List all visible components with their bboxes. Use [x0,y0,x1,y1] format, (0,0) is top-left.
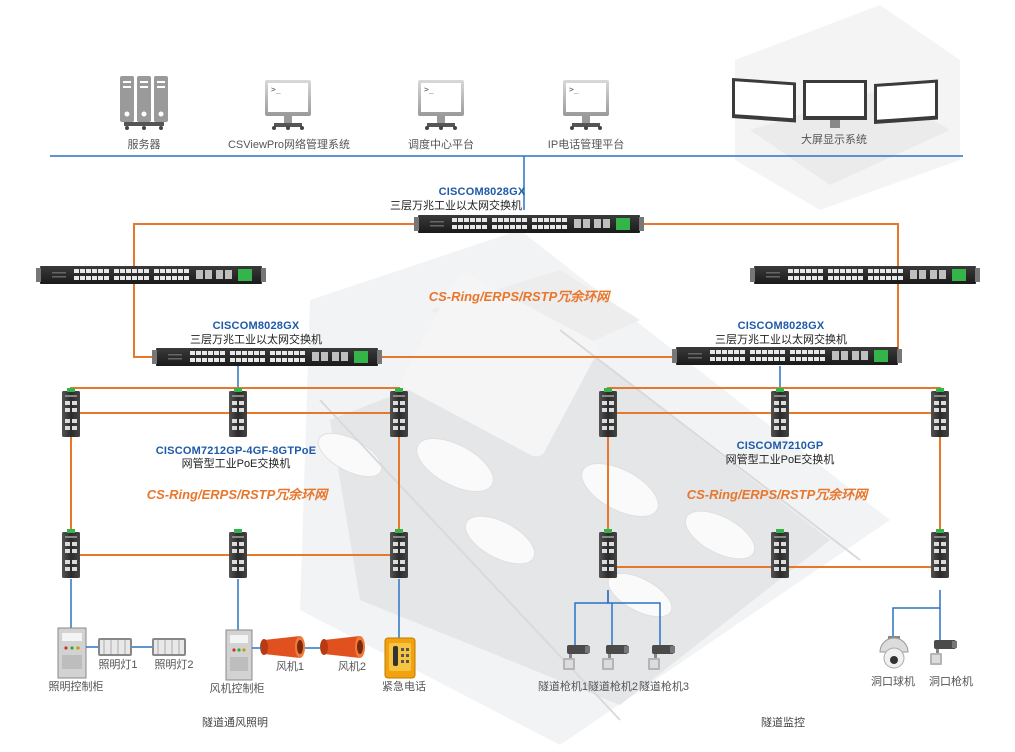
left-upper-switch [36,266,266,284]
left-access-model: CISCOM7212GP-4GF-8GTPoE [155,445,317,457]
core-switch-desc: 三层万兆工业以太网交换机 [390,200,522,212]
left-agg-switch [152,348,382,366]
big-screen-icon [732,78,938,128]
server-label: 服务器 [127,139,161,151]
right-access-desc: 网管型工业PoE交换机 [725,454,835,466]
csview-label: CSViewPro网络管理系统 [227,139,351,151]
lighting-cabinet-label: 照明控制柜 [48,681,104,693]
fan-cabinet-label: 风机控制柜 [209,683,265,695]
endpoint-links [70,579,941,648]
fan-1-icon [260,636,305,658]
light-2-icon [152,638,186,656]
core-switch [414,215,644,233]
portal-bullet-camera-icon [930,640,957,665]
fan-2-label: 风机2 [337,661,367,673]
ip-phone-monitor-icon [563,80,609,130]
fan-cabinet-icon [225,629,253,681]
tunnel-camera-3-label: 隧道枪机3 [638,681,690,693]
tunnel-background [300,5,960,745]
csview-monitor-icon [265,80,311,130]
right-access-model: CISCOM7210GP [736,440,824,452]
core-switch-model: CISCOM8028GX [438,186,526,198]
right-ring-label: CS-Ring/ERPS/RSTP冗余环网 [686,487,868,502]
lighting-cabinet-icon [57,627,87,679]
left-access-desc: 网管型工业PoE交换机 [181,458,291,470]
dispatch-monitor-icon [418,80,464,130]
left-agg-desc: 三层万兆工业以太网交换机 [190,334,322,346]
right-agg-desc: 三层万兆工业以太网交换机 [715,334,847,346]
dispatch-label: 调度中心平台 [408,139,474,151]
light-1-label: 照明灯1 [98,659,138,671]
portal-dome-camera-label: 洞口球机 [871,676,915,688]
management-bus [50,155,963,210]
right-agg-model: CISCOM8028GX [737,320,825,332]
right-upper-switch [750,266,980,284]
light-2-label: 照明灯2 [154,659,194,671]
tunnel-camera-1-label: 隧道枪机1 [537,681,589,693]
ip-phone-label: IP电话管理平台 [547,139,625,151]
fan-1-label: 风机1 [275,661,305,673]
light-1-icon [98,638,132,656]
section-ventilation-lighting: 隧道通风照明 [202,717,268,729]
portal-bullet-camera-label: 洞口枪机 [929,676,973,688]
left-ring-label: CS-Ring/ERPS/RSTP冗余环网 [146,487,328,502]
tunnel-camera-2-label: 隧道枪机2 [587,681,639,693]
emergency-phone-label: 紧急电话 [382,681,426,693]
top-ring-label: CS-Ring/ERPS/RSTP冗余环网 [428,289,610,304]
left-agg-model: CISCOM8028GX [212,320,300,332]
server-icon [120,76,168,130]
fan-2-icon [320,636,365,658]
section-monitoring: 隧道监控 [761,717,805,729]
portal-dome-camera-icon [879,636,909,669]
right-agg-switch [672,347,902,365]
emergency-phone-icon [384,637,416,679]
big-screen-label: 大屏显示系统 [801,134,867,146]
